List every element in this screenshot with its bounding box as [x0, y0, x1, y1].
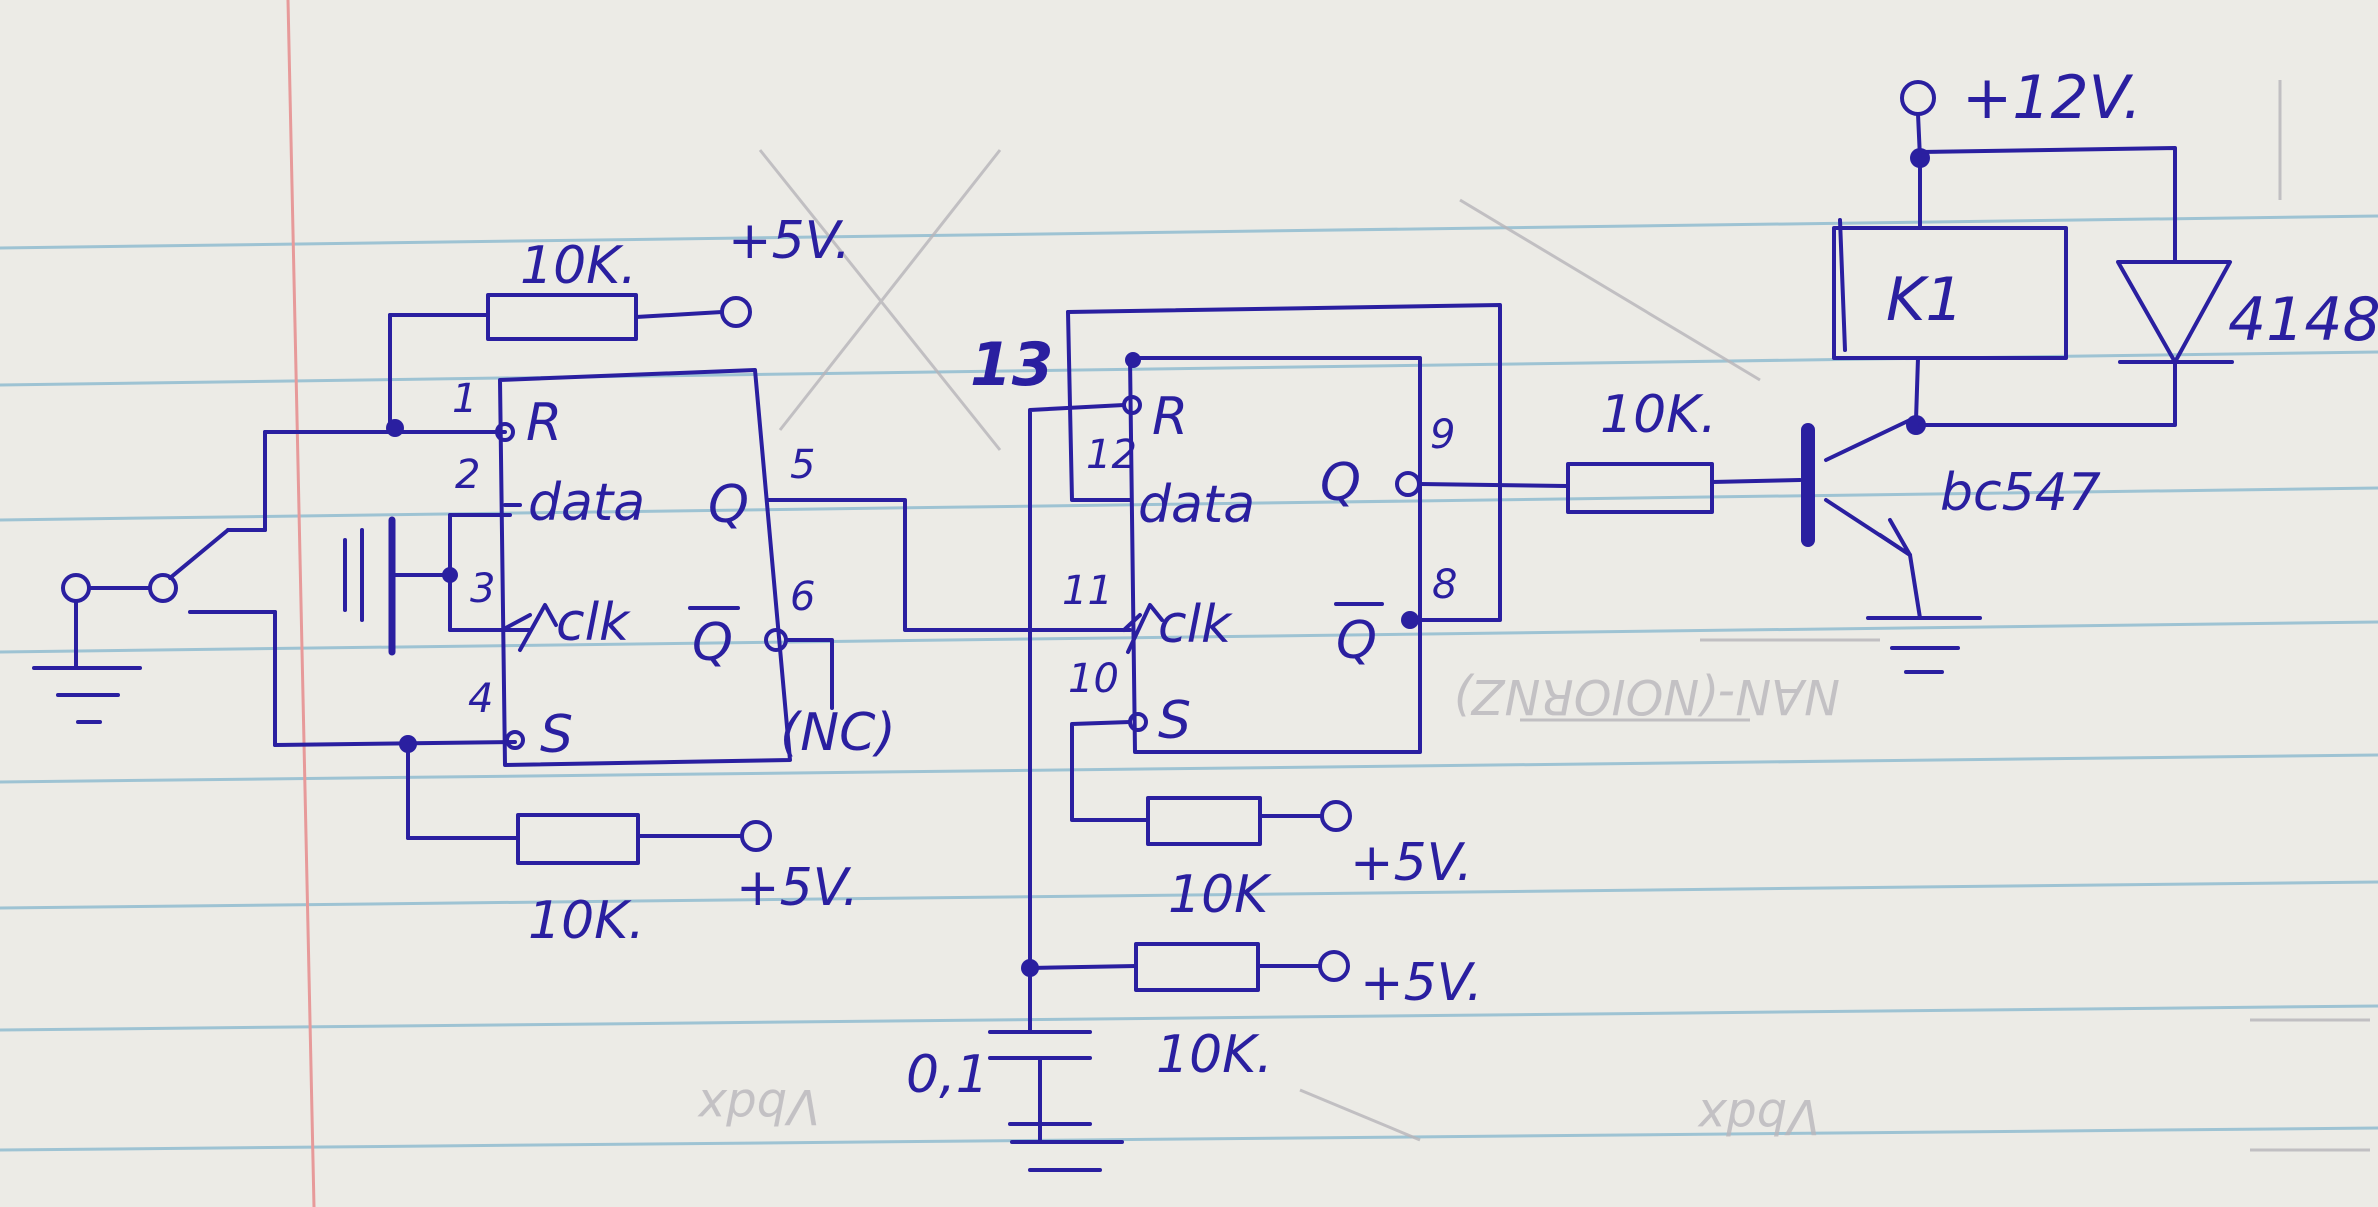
relay-k1: K1 +12V.	[1832, 63, 2142, 435]
relay-label: K1	[1886, 265, 1964, 335]
junction-reset1	[386, 419, 404, 437]
flip-flop-1: 1 2 3 4 5 6 R data Q clk Q S (NC)	[452, 368, 896, 767]
ff2-pin-top: 13	[970, 330, 1054, 400]
ff1-label-s: S	[540, 705, 573, 765]
resistor-r5: 10K.	[1418, 385, 1802, 514]
ff1-pin-r: 1	[452, 376, 477, 422]
ff2-pin-data: 12	[1086, 432, 1137, 478]
diode-4148: 4148	[1918, 146, 2378, 427]
capacitor-value: 0,1	[906, 1045, 989, 1105]
r3-value: 10K	[1168, 865, 1272, 925]
svg-text:NAN-(NOIORNZ): NAN-(NOIORNZ)	[1453, 668, 1840, 724]
ff1-pin-s: 4	[468, 676, 493, 722]
bleed-through: NAN-(NOIORNZ) Vbdx Vbdx	[697, 80, 2370, 1152]
r2-value: 10K.	[528, 891, 645, 951]
resistor-r3: 10K +5V.	[1070, 720, 1473, 925]
ff2-pin-s: 10	[1068, 656, 1119, 702]
r3-supply: +5V.	[1350, 833, 1473, 893]
ff2-label-clk: clk	[1158, 595, 1233, 655]
ff2-pin-q: 9	[1430, 412, 1455, 458]
ff1-label-r: R	[526, 393, 562, 453]
svg-text:Vbdx: Vbdx	[1697, 1088, 1820, 1144]
r5-value: 10K.	[1600, 385, 1717, 445]
resistor-r1: 10K. +5V.	[388, 211, 851, 434]
ff1-pin-data: 2	[455, 452, 480, 498]
r4-value: 10K.	[1156, 1025, 1273, 1085]
svg-text:Vbdx: Vbdx	[697, 1078, 820, 1134]
ff1-label-q: Q	[708, 475, 749, 535]
r4-supply: +5V.	[1360, 953, 1483, 1013]
ff1-nc-note: (NC)	[780, 703, 896, 763]
ff1-pin-qbar: 6	[790, 574, 815, 620]
r2-supply: +5V.	[736, 858, 859, 918]
r1-supply: +5V.	[728, 211, 851, 271]
reset-capacitor: 0,1	[906, 966, 1124, 1172]
wire-set1	[273, 740, 517, 747]
relay-supply: +12V.	[1962, 63, 2142, 133]
transistor-label: bc547	[1940, 463, 2101, 523]
ff2-label-s: S	[1158, 691, 1191, 751]
ff2-label-data: data	[1138, 475, 1255, 535]
ff1-label-data: data	[528, 473, 645, 533]
ff1-label-qbar: Q	[692, 613, 733, 673]
resistor-r2: 10K. +5V.	[406, 742, 859, 951]
transistor-bc547: bc547	[1801, 418, 2101, 674]
ff1-label-clk: clk	[556, 593, 631, 653]
r1-value: 10K.	[520, 236, 637, 296]
input-switch	[32, 430, 277, 747]
ff2-label-r: R	[1152, 387, 1188, 447]
diode-label: 4148	[2228, 285, 2378, 355]
ff1-pin-q: 5	[790, 442, 815, 488]
flip-flop-2: 13 12 11 10 9 8 R data Q clk Q S	[970, 303, 1502, 977]
resistor-r4: 10K. +5V.	[1021, 942, 1483, 1085]
ff2-pin-clk: 11	[1062, 568, 1113, 614]
ff2-label-q: Q	[1320, 453, 1361, 513]
margin-line	[286, 0, 316, 1207]
ff1-pin-clk: 3	[470, 566, 495, 612]
wire-q1-to-clk2	[766, 498, 1132, 632]
ff2-pin-qbar: 8	[1432, 562, 1457, 608]
ff2-label-qbar: Q	[1336, 611, 1377, 671]
